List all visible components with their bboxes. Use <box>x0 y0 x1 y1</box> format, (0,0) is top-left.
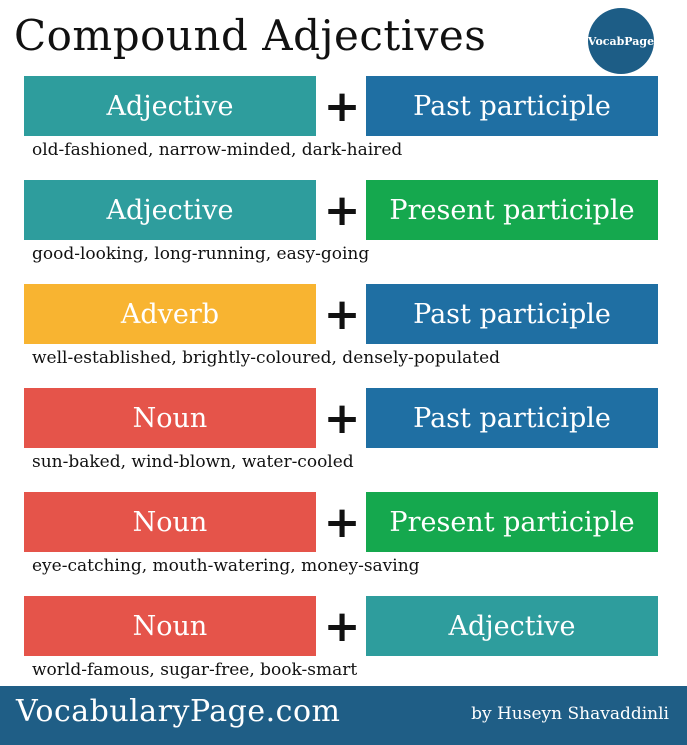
left-term-box: Noun <box>24 596 316 656</box>
right-term-box: Present participle <box>366 492 658 552</box>
examples-text: good-looking, long-running, easy-going <box>32 244 370 264</box>
plus-icon: + <box>323 184 361 236</box>
left-term-box: Noun <box>24 388 316 448</box>
examples-text: old-fashioned, narrow-minded, dark-haire… <box>32 140 403 160</box>
vocabpage-logo: VocabPage <box>588 8 654 74</box>
plus-icon: + <box>323 392 361 444</box>
formula-row: Noun + Past participle sun-baked, wind-b… <box>0 388 687 492</box>
left-term-box: Noun <box>24 492 316 552</box>
formula-row: Noun + Present participle eye-catching, … <box>0 492 687 596</box>
plus-icon: + <box>323 80 361 132</box>
right-term-box: Past participle <box>366 388 658 448</box>
left-term-box: Adjective <box>24 76 316 136</box>
page-title: Compound Adjectives <box>14 11 487 60</box>
right-term-box: Past participle <box>366 76 658 136</box>
examples-text: eye-catching, mouth-watering, money-savi… <box>32 556 420 576</box>
formula-row: Noun + Adjective world-famous, sugar-fre… <box>0 596 687 700</box>
formula-row: Adjective + Present participle good-look… <box>0 180 687 284</box>
formula-row: Adverb + Past participle well-establishe… <box>0 284 687 388</box>
footer-bar: VocabularyPage.com by Huseyn Shavaddinli <box>0 686 687 745</box>
formula-row: Adjective + Past participle old-fashione… <box>0 76 687 180</box>
right-term-box: Adjective <box>366 596 658 656</box>
site-name: VocabularyPage.com <box>16 694 341 729</box>
right-term-box: Past participle <box>366 284 658 344</box>
plus-icon: + <box>323 496 361 548</box>
plus-icon: + <box>323 288 361 340</box>
examples-text: well-established, brightly-coloured, den… <box>32 348 501 368</box>
left-term-box: Adverb <box>24 284 316 344</box>
examples-text: sun-baked, wind-blown, water-cooled <box>32 452 354 472</box>
plus-icon: + <box>323 600 361 652</box>
right-term-box: Present participle <box>366 180 658 240</box>
author-credit: by Huseyn Shavaddinli <box>471 704 669 724</box>
examples-text: world-famous, sugar-free, book-smart <box>32 660 358 680</box>
left-term-box: Adjective <box>24 180 316 240</box>
formula-list: Adjective + Past participle old-fashione… <box>0 76 687 700</box>
